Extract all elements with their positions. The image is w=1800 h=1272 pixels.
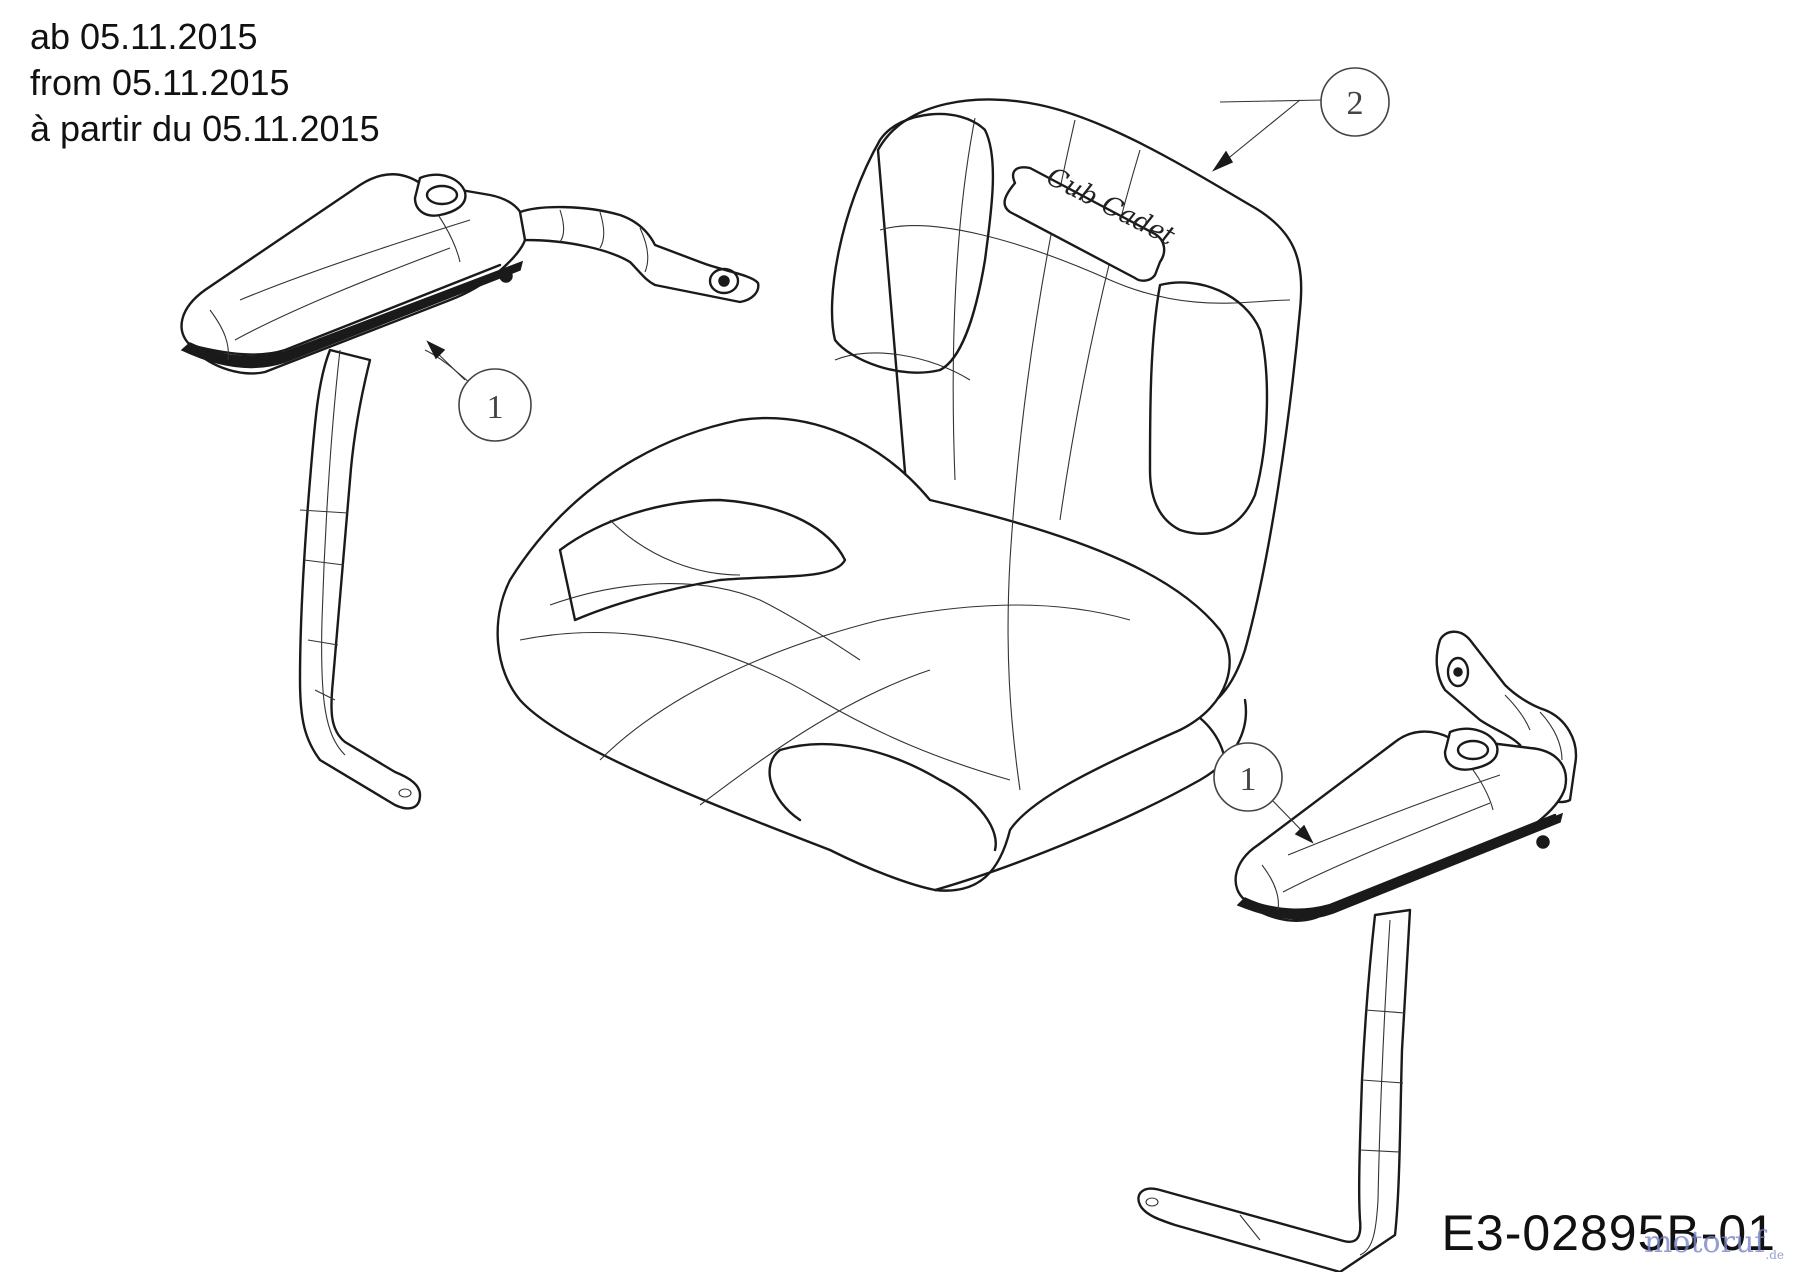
callout-1-right-number: 1 xyxy=(1240,761,1257,798)
seat-part[interactable]: Cub Cadet xyxy=(496,98,1303,892)
armrest-right[interactable] xyxy=(1137,630,1578,1272)
callout-2: 2 xyxy=(1211,67,1390,172)
watermark-suffix: .de xyxy=(1765,1248,1784,1262)
watermark: motoruf.de xyxy=(1644,1225,1784,1262)
callout-1-left: 1 xyxy=(424,340,532,442)
date-german: ab 05.11.2015 xyxy=(30,16,258,57)
date-english: from 05.11.2015 xyxy=(30,62,290,103)
date-header: ab 05.11.2015 from 05.11.2015 à partir d… xyxy=(30,14,380,152)
callout-1-left-number: 1 xyxy=(487,389,504,426)
date-french: à partir du 05.11.2015 xyxy=(30,108,380,149)
callout-1-right: 1 xyxy=(1213,742,1314,844)
callout-2-number: 2 xyxy=(1347,85,1364,122)
watermark-text: motoruf xyxy=(1643,1225,1766,1260)
drawing-code: E3-02895B-01 xyxy=(1441,1205,1776,1261)
armrest-left[interactable] xyxy=(180,173,760,810)
